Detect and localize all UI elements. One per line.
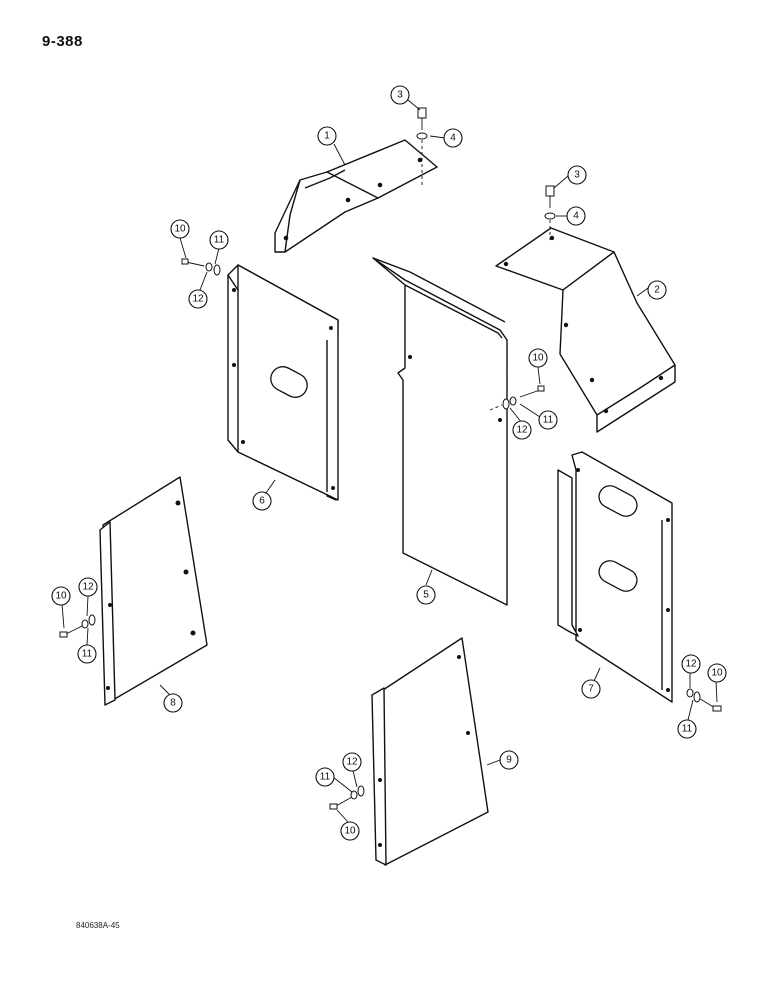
callout-10-part-7: 10 xyxy=(707,663,727,683)
svg-text:2: 2 xyxy=(654,285,660,296)
bolt-group-part-1 xyxy=(416,107,428,185)
svg-text:12: 12 xyxy=(192,294,204,305)
callout-12-part-6: 12 xyxy=(188,289,208,309)
callout-11-part-8: 11 xyxy=(77,644,97,664)
callout-11-part-6: 11 xyxy=(209,230,229,250)
part-1-bracket xyxy=(274,139,438,253)
bolt-group-part-8 xyxy=(59,614,96,638)
svg-text:10: 10 xyxy=(711,668,723,679)
callout-4-upper: 4 xyxy=(443,128,463,148)
bolt-group-part-5 xyxy=(489,385,545,411)
svg-text:5: 5 xyxy=(423,590,429,601)
svg-text:10: 10 xyxy=(344,826,356,837)
svg-text:3: 3 xyxy=(397,90,403,101)
svg-text:8: 8 xyxy=(170,698,176,709)
svg-text:10: 10 xyxy=(532,353,544,364)
svg-text:4: 4 xyxy=(450,133,456,144)
bolt-group-part-6 xyxy=(181,258,221,276)
svg-text:12: 12 xyxy=(346,757,358,768)
callout-10-part-5: 10 xyxy=(528,348,548,368)
callout-11-part-9: 11 xyxy=(315,767,335,787)
svg-text:12: 12 xyxy=(82,582,94,593)
svg-text:11: 11 xyxy=(682,724,693,735)
svg-text:4: 4 xyxy=(573,211,579,222)
callout-6: 6 xyxy=(252,491,272,511)
bolt-group-part-7 xyxy=(686,688,722,712)
part-9-panel xyxy=(371,637,489,866)
callout-12-part-5: 12 xyxy=(512,420,532,440)
part-5-panel xyxy=(372,257,508,606)
svg-text:9: 9 xyxy=(506,755,512,766)
callout-7: 7 xyxy=(581,679,601,699)
svg-text:3: 3 xyxy=(574,170,580,181)
svg-text:12: 12 xyxy=(685,659,697,670)
svg-text:1: 1 xyxy=(324,131,330,142)
callout-8: 8 xyxy=(163,693,183,713)
callout-5: 5 xyxy=(416,585,436,605)
callout-10-part-8: 10 xyxy=(51,586,71,606)
callout-11-part-5: 11 xyxy=(538,410,558,430)
svg-text:10: 10 xyxy=(55,591,67,602)
svg-text:11: 11 xyxy=(82,649,93,660)
callout-2: 2 xyxy=(647,280,667,300)
part-6-panel xyxy=(227,264,339,501)
bolt-group-part-9 xyxy=(329,785,365,810)
callout-11-part-7: 11 xyxy=(677,719,697,739)
part-7-panel xyxy=(557,451,673,703)
callout-9: 9 xyxy=(499,750,519,770)
svg-text:10: 10 xyxy=(174,224,186,235)
page-number: 9-388 xyxy=(42,33,83,50)
reference-code: 840638A-45 xyxy=(76,921,120,930)
callout-10-part-6: 10 xyxy=(170,219,190,239)
part-8-panel xyxy=(99,476,208,706)
svg-text:12: 12 xyxy=(516,425,528,436)
callout-12-part-9: 12 xyxy=(342,752,362,772)
svg-text:11: 11 xyxy=(214,235,225,246)
part-2-cover xyxy=(495,227,676,433)
callout-10-part-9: 10 xyxy=(340,821,360,841)
callout-leaders xyxy=(61,99,718,823)
svg-text:11: 11 xyxy=(543,415,554,426)
callout-12-part-7: 12 xyxy=(681,654,701,674)
callout-3-right: 3 xyxy=(567,165,587,185)
bolt-group-part-2 xyxy=(544,185,556,240)
callout-4-right: 4 xyxy=(566,206,586,226)
callout-1: 1 xyxy=(317,126,337,146)
svg-text:7: 7 xyxy=(588,684,594,695)
svg-text:6: 6 xyxy=(259,496,265,507)
callout-12-part-8: 12 xyxy=(78,577,98,597)
svg-text:11: 11 xyxy=(320,772,331,783)
callout-3-upper: 3 xyxy=(390,85,410,105)
